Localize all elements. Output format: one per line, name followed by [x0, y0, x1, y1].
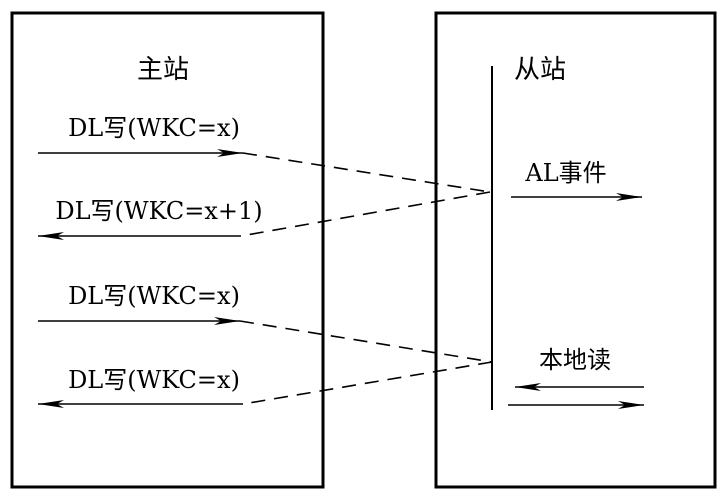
message-3-label: DL写(WKC=x): [68, 282, 240, 310]
slave-event-1-label: AL事件: [524, 159, 606, 187]
message-2-label: DL写(WKC=x+1): [55, 197, 262, 225]
slave-title: 从站: [514, 55, 566, 85]
slave-box: [434, 11, 717, 489]
message-1-label: DL写(WKC=x): [68, 114, 240, 142]
message-1-dashed: [242, 152, 491, 193]
slave-event-2-label: 本地读: [539, 346, 611, 374]
message-2-dashed: [240, 191, 491, 237]
master-title: 主站: [137, 55, 189, 85]
message-4-label: DL写(WKC=x): [68, 366, 240, 394]
message-3-dashed: [239, 320, 493, 363]
master-box: [10, 11, 325, 489]
message-4-dashed: [242, 361, 493, 405]
